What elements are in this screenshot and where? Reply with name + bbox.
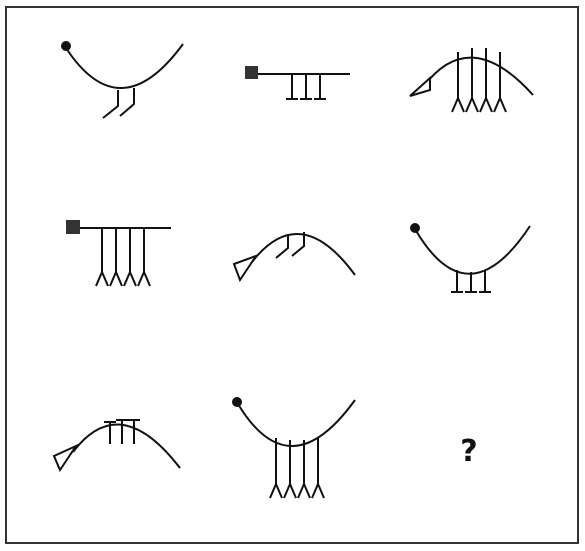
dot-marker (232, 397, 242, 407)
question-mark: ? (460, 434, 477, 469)
square-marker (245, 66, 258, 79)
dot-marker (61, 41, 71, 51)
square-marker (66, 220, 80, 234)
dot-marker (410, 223, 420, 233)
